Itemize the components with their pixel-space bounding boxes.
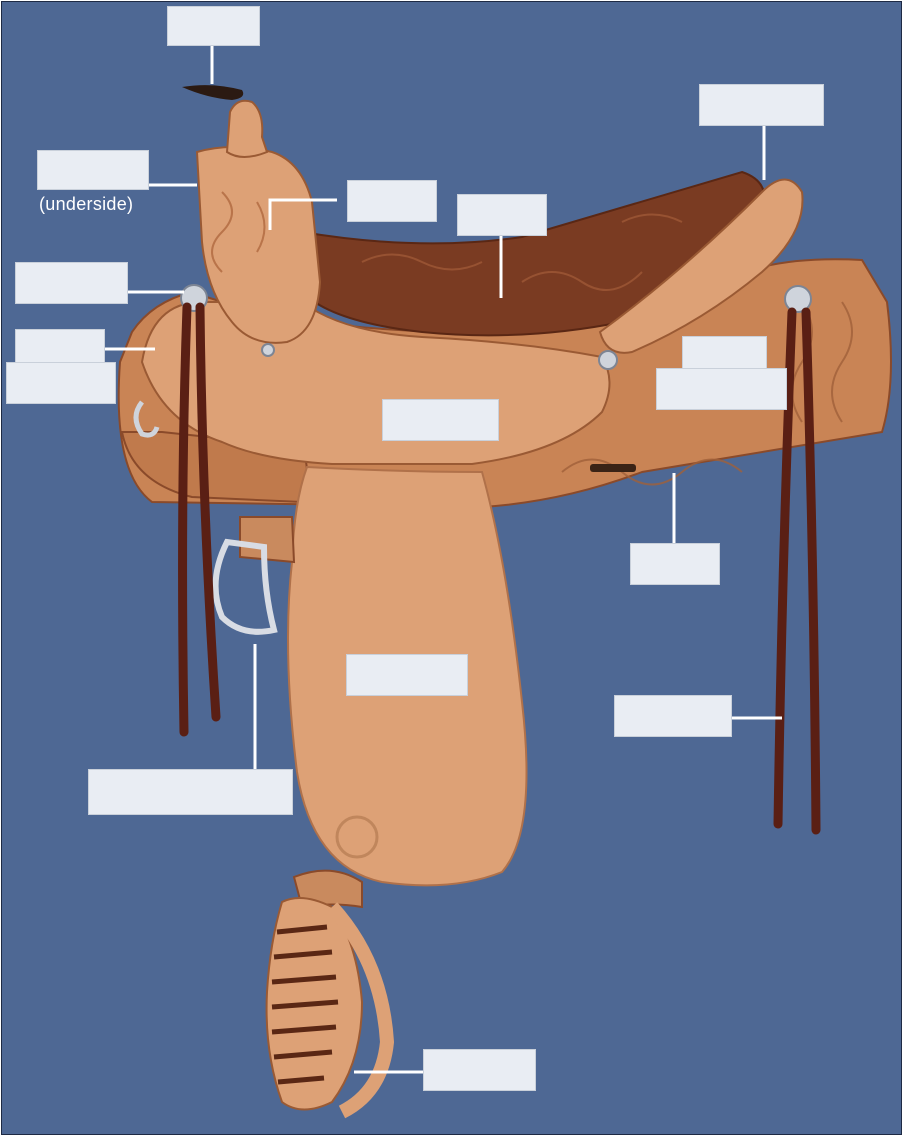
label-front-concho[interactable] — [15, 262, 128, 304]
label-rear-jockey-top[interactable] — [682, 336, 767, 370]
label-fender[interactable] — [346, 654, 468, 696]
label-seat-jockey[interactable] — [382, 399, 499, 441]
label-front-jockey-top[interactable] — [15, 329, 105, 365]
skirt-slot — [590, 464, 636, 472]
label-horn[interactable] — [167, 6, 260, 46]
label-skirt[interactable] — [630, 543, 720, 585]
underside-note: (underside) — [39, 194, 133, 215]
label-cantle[interactable] — [699, 84, 824, 126]
label-rear-jockey-bottom[interactable] — [656, 368, 787, 410]
label-fork-underside[interactable] — [37, 150, 149, 190]
label-seat[interactable] — [457, 194, 547, 236]
label-back-tie-string[interactable] — [614, 695, 732, 737]
swell-concho — [262, 344, 274, 356]
label-stirrup[interactable] — [423, 1049, 536, 1091]
seat-concho — [599, 351, 617, 369]
label-cinch-ring[interactable] — [88, 769, 293, 815]
label-swell[interactable] — [347, 180, 437, 222]
label-front-jockey-bottom[interactable] — [6, 362, 116, 404]
